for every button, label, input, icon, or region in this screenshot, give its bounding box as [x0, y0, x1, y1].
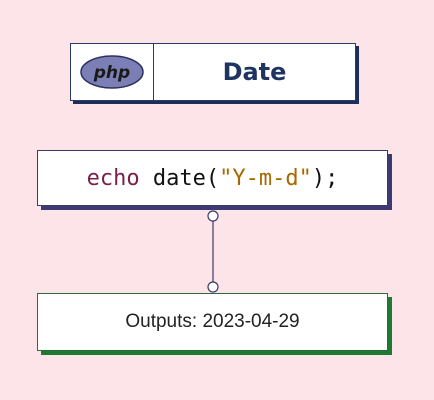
php-logo-icon: php	[80, 55, 144, 89]
code-string: "Y-m-d"	[219, 165, 312, 191]
output-card: Outputs: 2023-04-29	[37, 293, 388, 351]
code-keyword: echo	[86, 165, 140, 191]
logo-cell: php	[71, 44, 154, 100]
connector-top-node	[207, 210, 219, 222]
code-close: );	[311, 165, 339, 191]
code-snippet: echo date("Y-m-d");	[37, 150, 388, 206]
code-function: date(	[139, 165, 220, 191]
header-card: php Date	[70, 43, 356, 101]
connector-bottom-node	[207, 281, 219, 293]
php-logo-text: php	[93, 63, 130, 83]
page-title: Date	[222, 58, 287, 86]
